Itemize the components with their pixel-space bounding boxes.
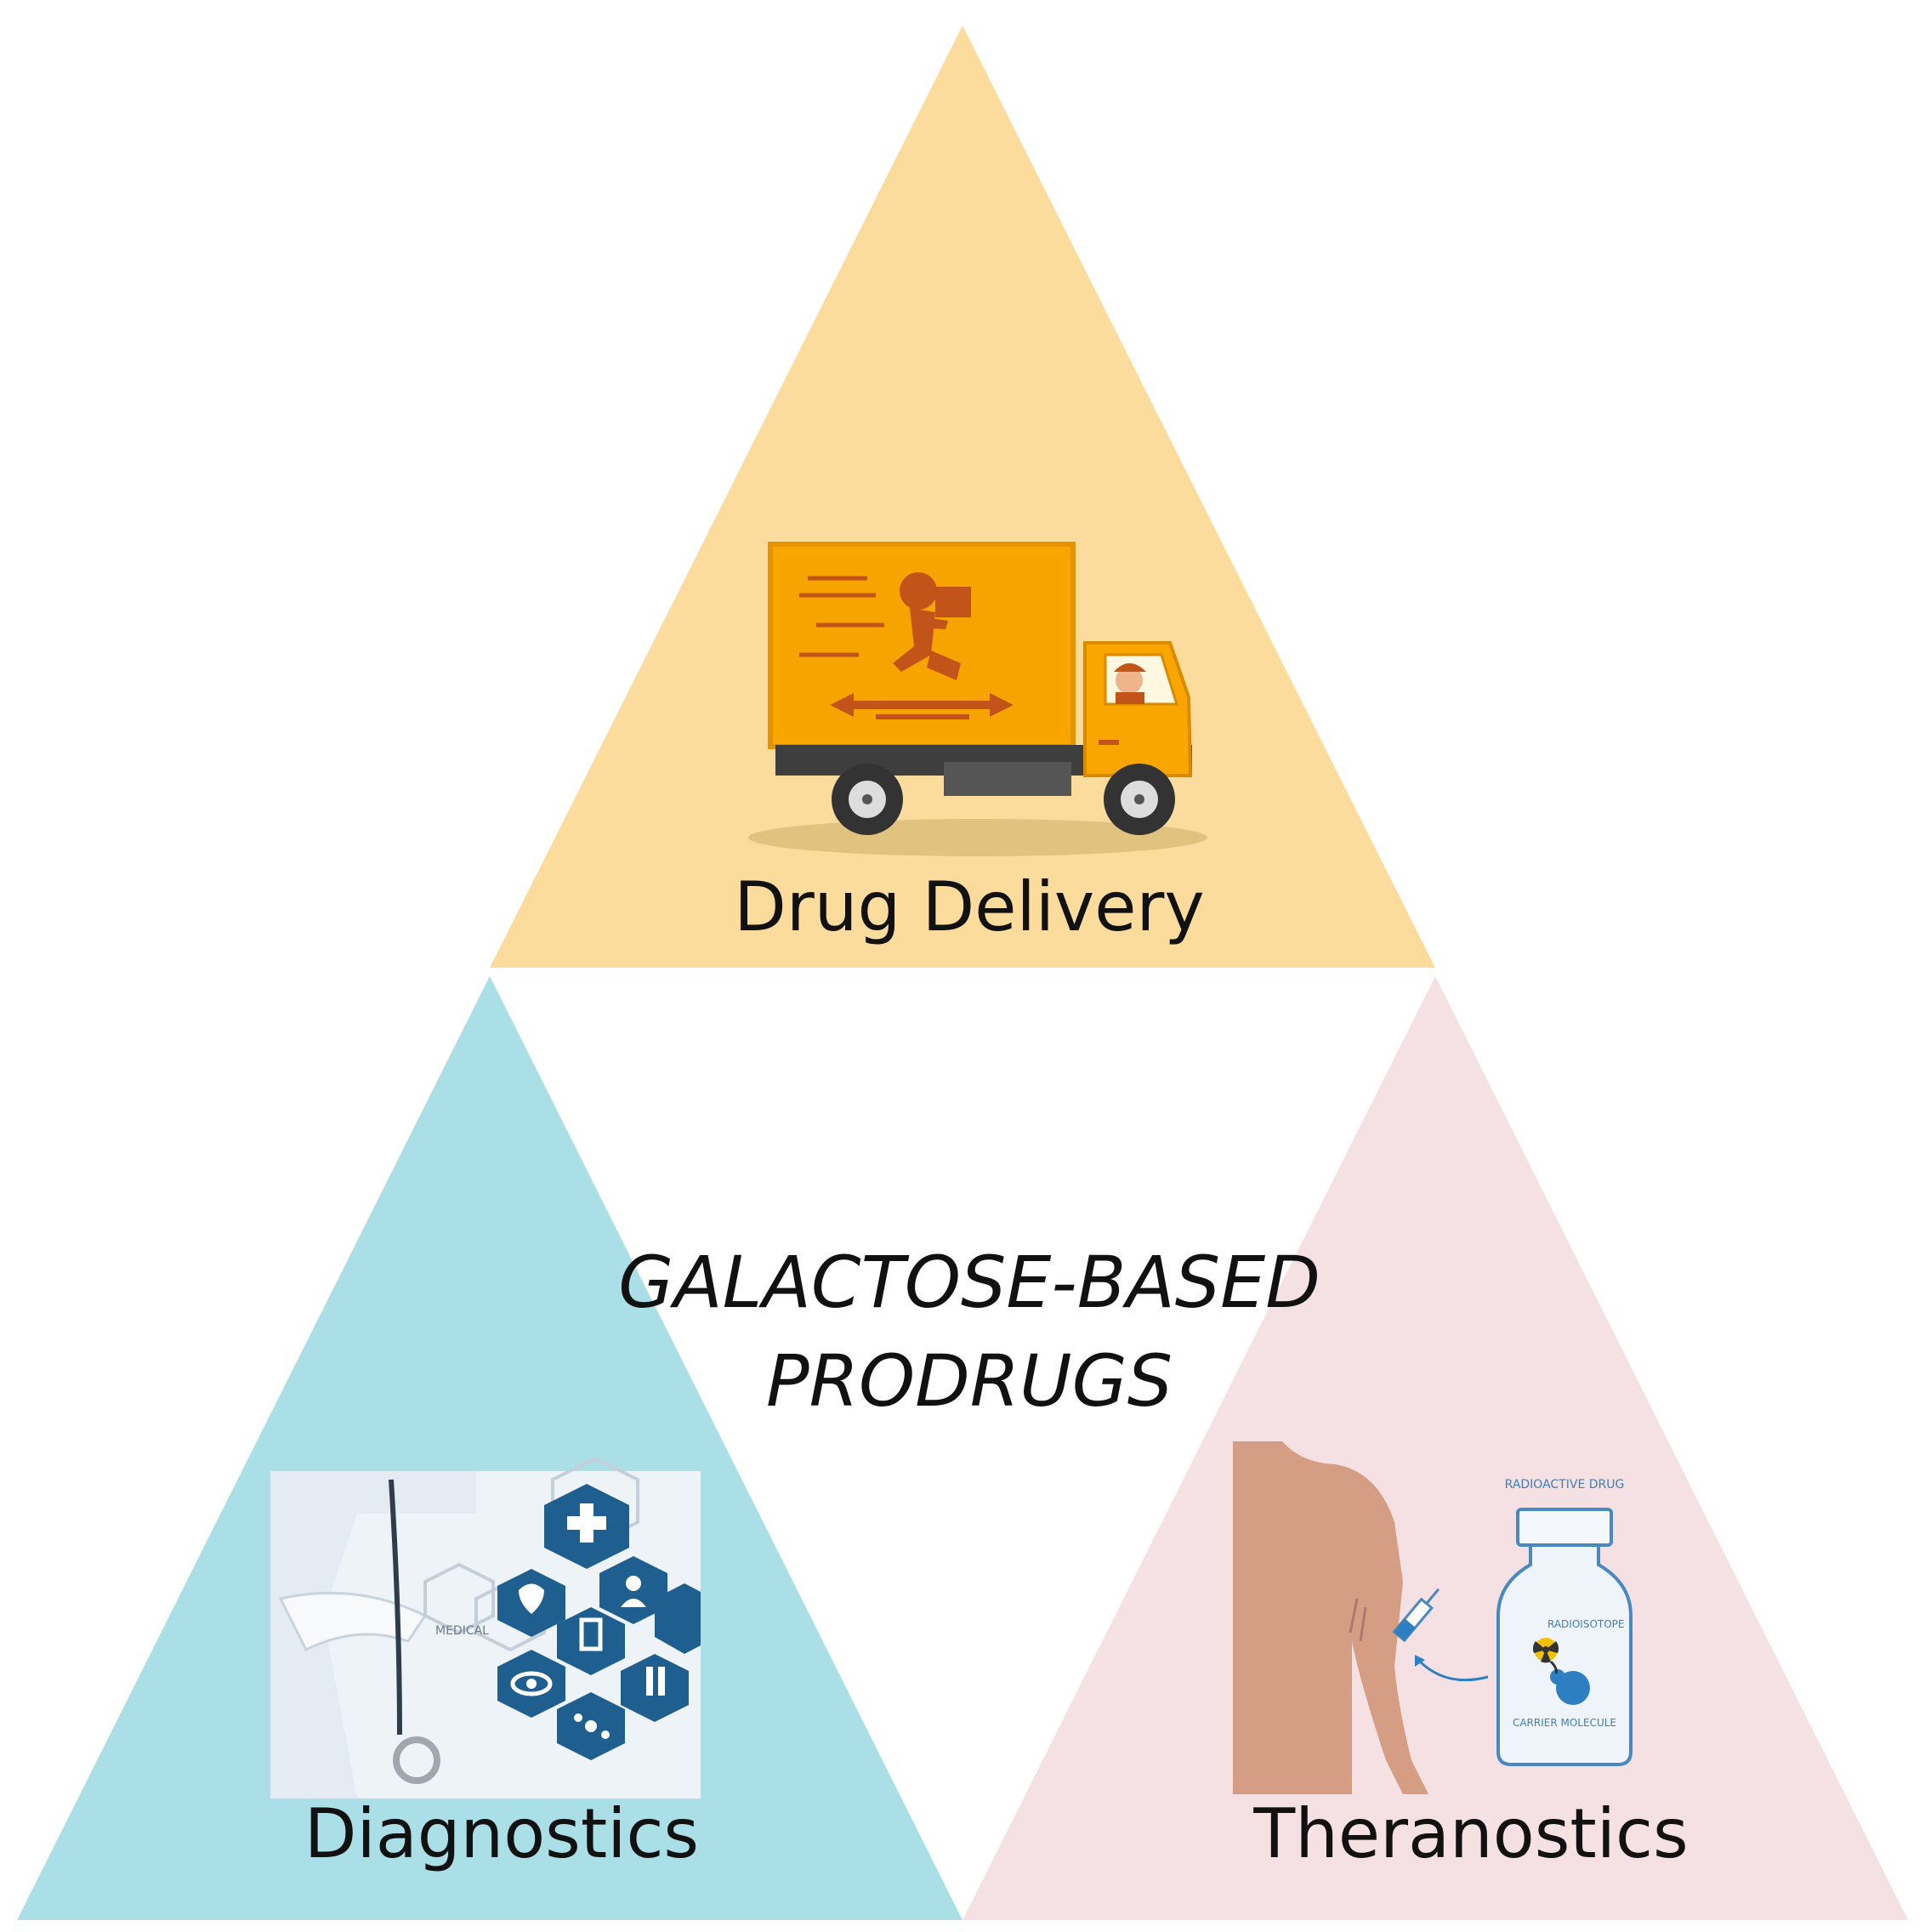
diagnostics-label: Diagnostics <box>304 1794 700 1873</box>
title-line-2: PRODRUGS <box>765 1339 1173 1423</box>
delivery-truck-icon <box>748 542 1207 856</box>
radioisotope-caption: RADIOISOTOPE <box>1547 1618 1624 1630</box>
theranostics-triangle <box>962 976 1908 1920</box>
drug-delivery-label: Drug Delivery <box>734 867 1205 946</box>
theranostics-label: Theranostics <box>1253 1794 1689 1873</box>
radioactive-drug-caption: RADIOACTIVE DRUG <box>1505 1478 1625 1492</box>
medical-hexagon-icons: MEDICAL <box>270 1456 701 1798</box>
radioactive-drug-injection-icon: RADIOACTIVE DRUG RADIOISOTOPE CARRIER MO… <box>1233 1441 1633 1794</box>
carrier-molecule-caption: CARRIER MOLECULE <box>1513 1717 1616 1729</box>
medical-hex-label: MEDICAL <box>435 1624 489 1638</box>
diagnostics-triangle <box>17 976 962 1920</box>
title-line-1: GALACTOSE-BASED <box>618 1241 1320 1324</box>
drug-delivery-triangle <box>490 26 1435 968</box>
central-title: GALACTOSE-BASED PRODRUGS <box>595 1233 1343 1430</box>
